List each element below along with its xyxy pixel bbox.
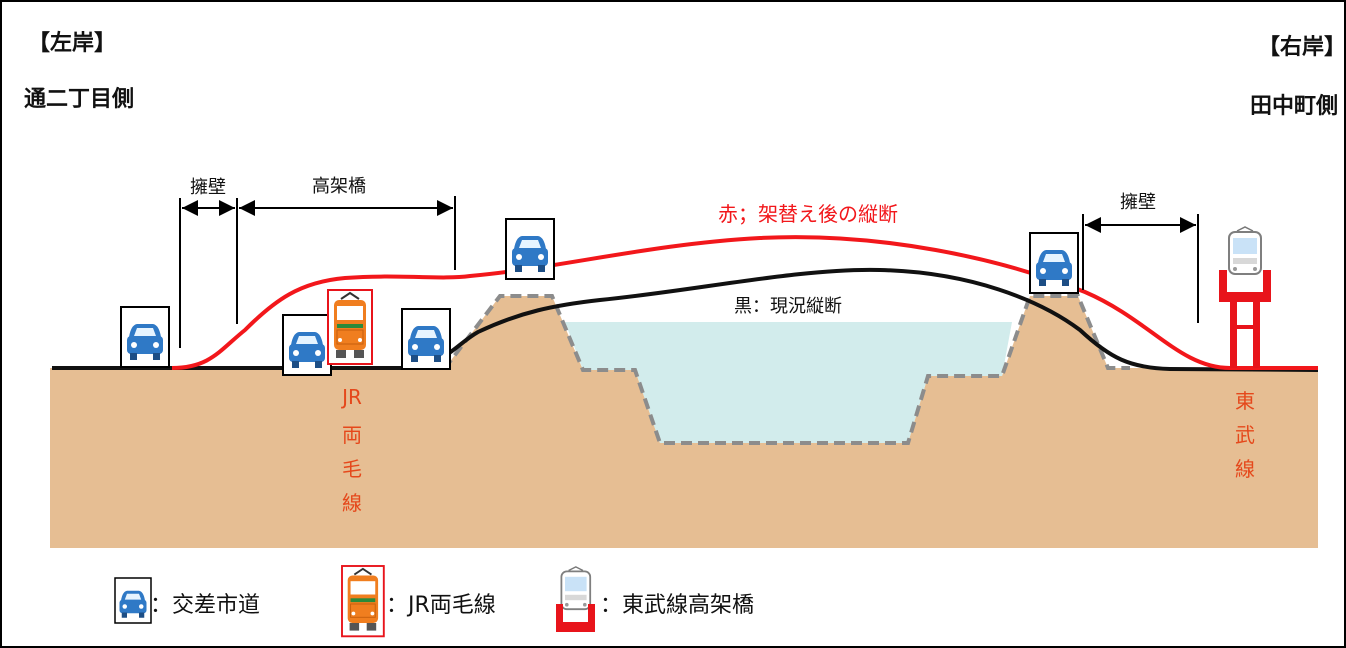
crossing-road-car-icon — [1029, 232, 1079, 294]
legend-road-car-icon — [114, 577, 152, 624]
dimension-lines — [179, 196, 1199, 348]
tobu-label: 東 武 線 — [1235, 389, 1255, 481]
right-bank-title: 【右岸】 — [1258, 35, 1346, 60]
crossing-road-car-icon — [282, 314, 332, 376]
ground-mass — [50, 296, 1318, 548]
svg-text:毛: 毛 — [342, 457, 362, 481]
left-bank-title: 【左岸】 — [28, 30, 116, 56]
jr-label: JR 両 毛 線 — [340, 385, 362, 515]
river-water — [565, 322, 1012, 443]
legend-jr-train-icon — [341, 565, 385, 638]
existing-profile-label: 黒：現況縦断 — [734, 296, 842, 317]
tobu-viaduct-structure — [1219, 270, 1271, 368]
svg-text:JR: JR — [340, 385, 362, 409]
left-bank-side-label: 通二丁目側 — [24, 87, 134, 112]
svg-text:線: 線 — [1235, 457, 1255, 481]
replacement-profile-line — [171, 235, 1318, 370]
existing-profile-line — [52, 267, 1319, 372]
crossing-road-car-icon — [401, 308, 451, 370]
viaduct-label: 高架橋 — [312, 176, 366, 197]
crossing-road-car-icon — [505, 218, 555, 280]
svg-text:武: 武 — [1235, 423, 1255, 447]
right-bank-side-label: 田中町側 — [1250, 94, 1338, 119]
legend-tobu-viaduct-icon — [556, 566, 595, 632]
legend-road-label: ：交差市道 — [150, 593, 260, 618]
legend-tobu-label: ：東武線高架橋 — [600, 593, 754, 618]
legend-jr-label: ：JR両毛線 — [386, 593, 496, 618]
retaining-wall-right-label: 擁壁 — [1120, 192, 1156, 213]
levee-outline — [410, 294, 1130, 445]
svg-text:両: 両 — [342, 423, 362, 447]
replacement-profile-label: 赤；架替え後の縦断 — [718, 202, 898, 226]
jr-ryomo-train-icon — [327, 289, 373, 365]
svg-text:東: 東 — [1235, 389, 1255, 413]
crossing-road-car-icon — [120, 306, 170, 368]
retaining-wall-left-label: 擁壁 — [190, 177, 226, 198]
svg-text:線: 線 — [342, 491, 362, 515]
tobu-train-icon — [1228, 226, 1262, 275]
